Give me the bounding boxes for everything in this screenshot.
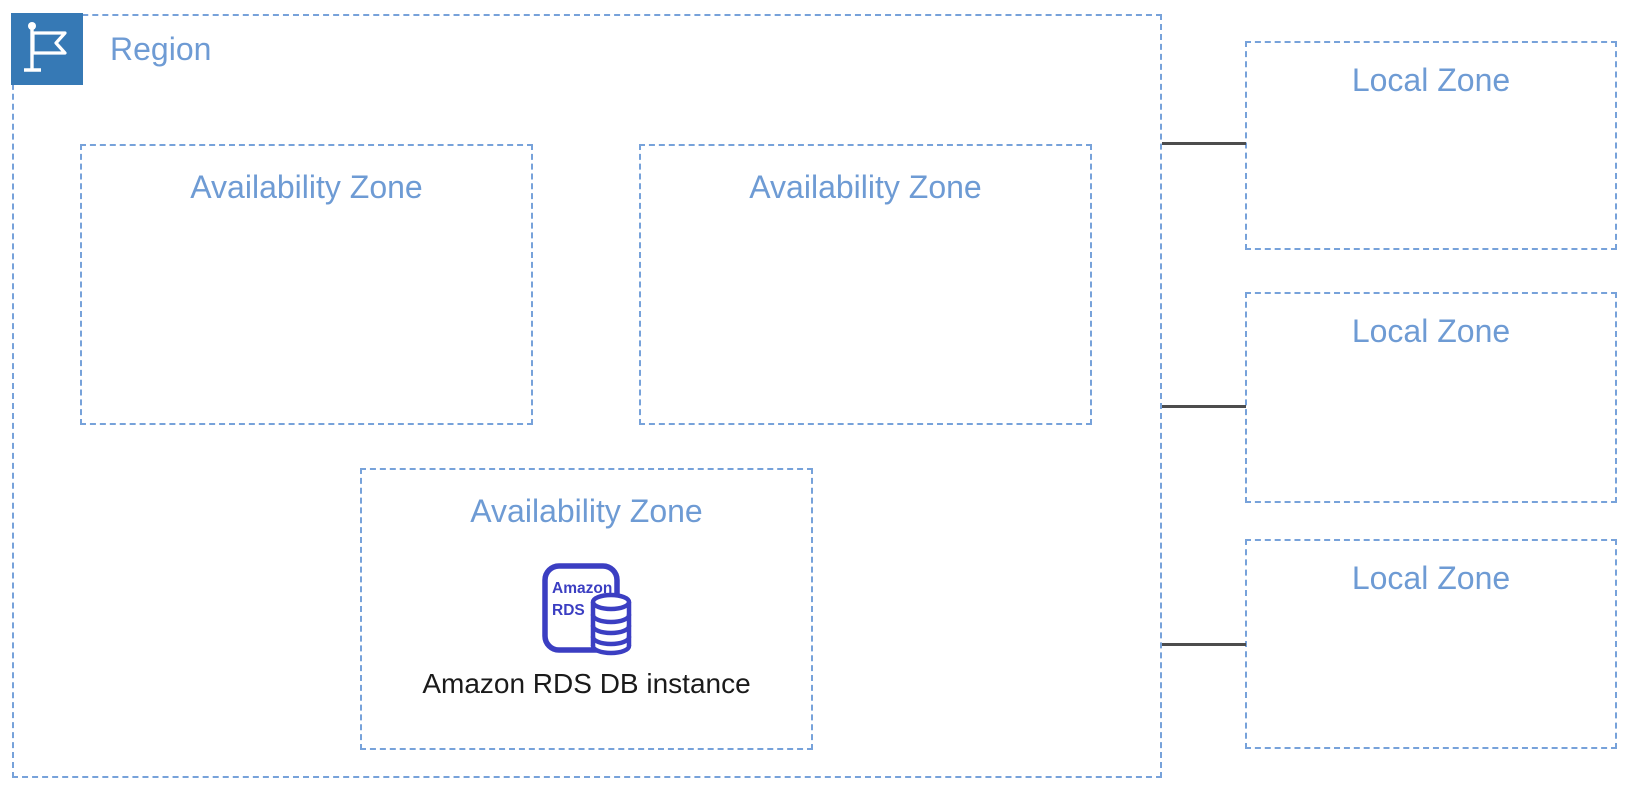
amazon-rds-database-icon: Amazon RDS bbox=[541, 563, 631, 656]
availability-zone-label: Availability Zone bbox=[470, 493, 703, 529]
local-zone-box-2: Local Zone bbox=[1245, 292, 1617, 503]
local-zone-label: Local Zone bbox=[1351, 313, 1511, 349]
availability-zone-box-2: Availability Zone bbox=[639, 144, 1092, 425]
connector-region-localzone-2 bbox=[1162, 405, 1246, 408]
local-zone-label: Local Zone bbox=[1351, 560, 1511, 596]
connector-region-localzone-3 bbox=[1162, 643, 1246, 646]
local-zone-box-3: Local Zone bbox=[1245, 539, 1617, 749]
svg-text:Amazon: Amazon bbox=[552, 580, 612, 597]
region-box bbox=[12, 14, 1162, 778]
availability-zone-box-3: Availability Zone Amazon RDS Amazon RDS … bbox=[360, 468, 813, 750]
local-zone-label: Local Zone bbox=[1351, 62, 1511, 98]
rds-instance-caption: Amazon RDS DB instance bbox=[422, 668, 751, 699]
availability-zone-box-1: Availability Zone bbox=[80, 144, 533, 425]
local-zone-box-1: Local Zone bbox=[1245, 41, 1617, 250]
flag-icon bbox=[24, 22, 67, 72]
availability-zone-label: Availability Zone bbox=[749, 169, 982, 205]
svg-text:RDS: RDS bbox=[552, 602, 585, 619]
region-flag-icon bbox=[11, 13, 83, 85]
amazon-rds-icon: Amazon RDS bbox=[541, 562, 633, 656]
connector-region-localzone-1 bbox=[1162, 142, 1246, 145]
region-label: Region bbox=[110, 30, 212, 67]
availability-zone-label: Availability Zone bbox=[190, 169, 423, 205]
